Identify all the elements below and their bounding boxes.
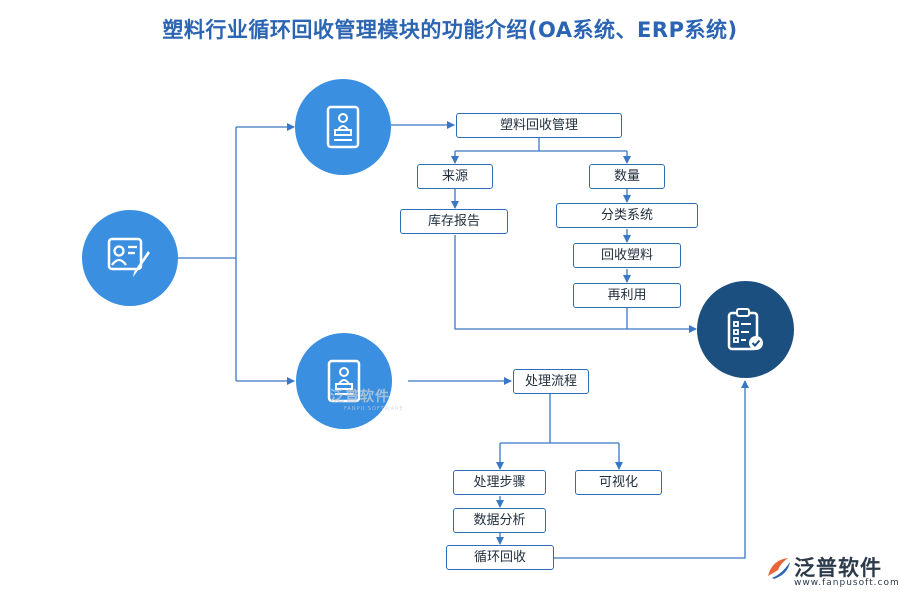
node-process-flow: 处理流程 bbox=[513, 369, 589, 394]
branch-bottom-circle bbox=[296, 333, 392, 429]
watermark: 泛普软件 FANPU SOFTWARE bbox=[330, 386, 404, 412]
branch-top-circle bbox=[295, 79, 391, 175]
node-quantity: 数量 bbox=[589, 164, 665, 189]
node-recycle: 循环回收 bbox=[446, 545, 554, 570]
watermark-name: 泛普软件 bbox=[330, 389, 390, 405]
node-inventory-report: 库存报告 bbox=[400, 209, 508, 234]
node-visualization: 可视化 bbox=[575, 470, 662, 495]
node-process-steps: 处理步骤 bbox=[453, 470, 546, 495]
document-stamp-icon bbox=[326, 105, 360, 149]
logo-url: www.fanpusoft.com bbox=[794, 578, 900, 588]
end-circle bbox=[697, 281, 794, 378]
user-card-pen-icon bbox=[106, 235, 154, 281]
logo-mark-icon bbox=[766, 556, 792, 584]
node-source: 来源 bbox=[417, 164, 493, 189]
node-recycle-mgmt: 塑料回收管理 bbox=[456, 113, 622, 138]
node-recycled-plastic: 回收塑料 bbox=[573, 243, 681, 268]
document-stamp-icon bbox=[327, 359, 361, 403]
node-classification: 分类系统 bbox=[556, 203, 698, 228]
logo-name: 泛普软件 bbox=[794, 556, 882, 580]
start-circle bbox=[82, 210, 178, 306]
watermark-sub: FANPU SOFTWARE bbox=[344, 406, 404, 412]
page-title: 塑料行业循环回收管理模块的功能介绍(OA系统、ERP系统) bbox=[162, 18, 738, 42]
node-data-analysis: 数据分析 bbox=[453, 508, 546, 533]
checklist-clipboard-icon bbox=[726, 307, 766, 353]
node-reuse: 再利用 bbox=[573, 283, 681, 308]
